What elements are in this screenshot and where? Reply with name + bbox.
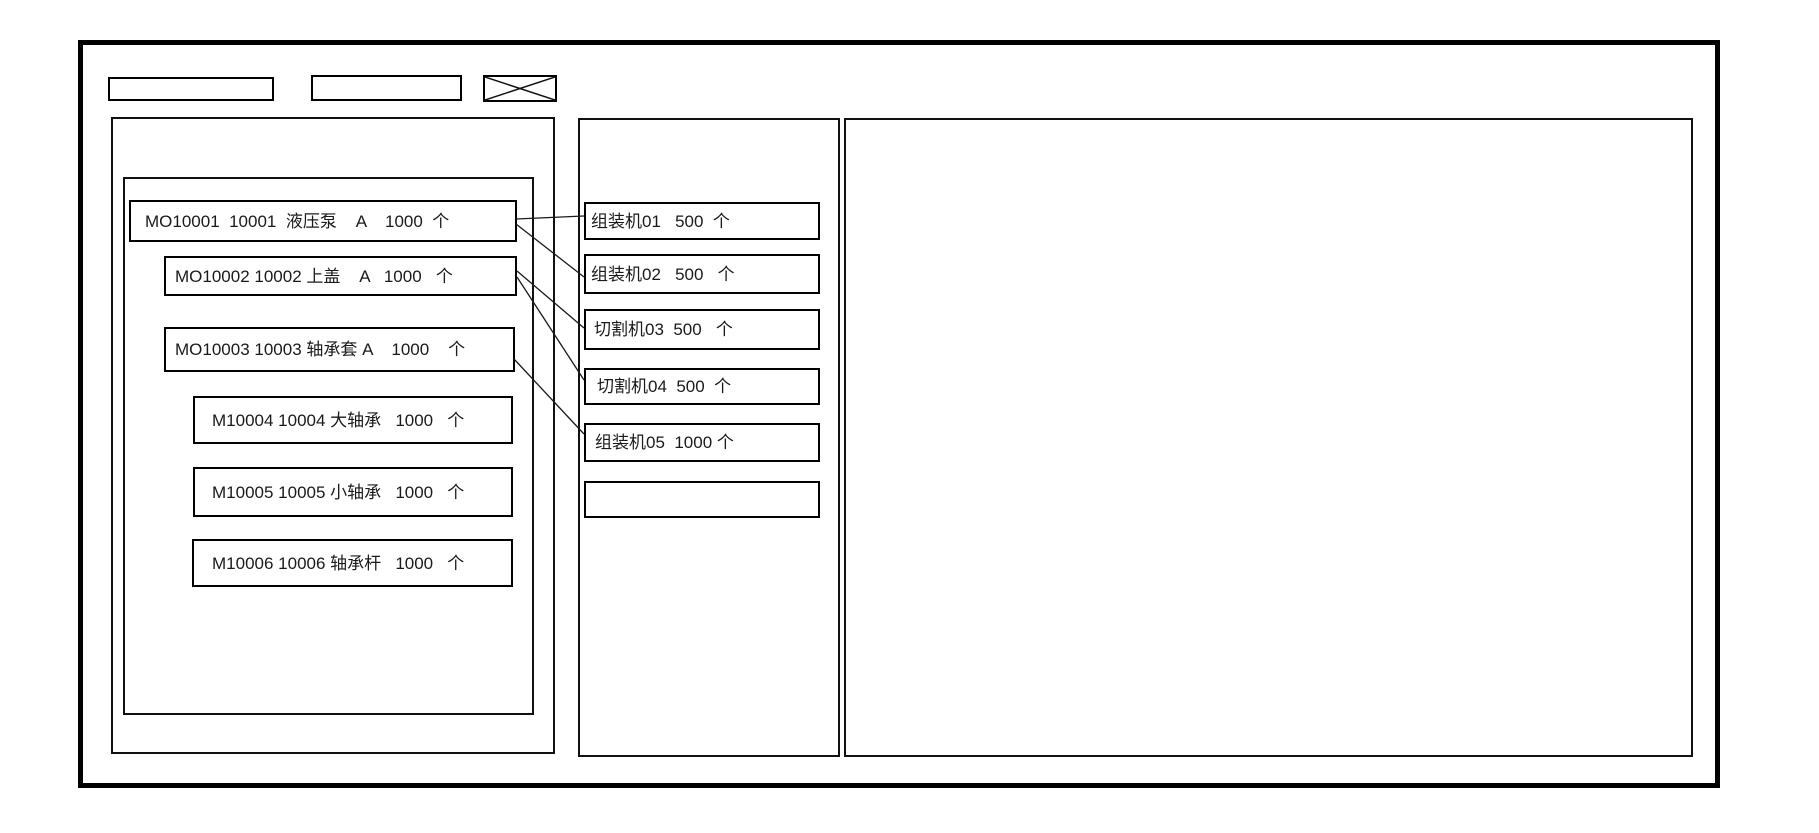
- order-node-label: M10006 10006 轴承杆 1000 个: [212, 553, 465, 573]
- machine-node-05[interactable]: 组装机05 1000 个: [584, 423, 820, 462]
- order-node-label: MO10003 10003 轴承套 A 1000 个: [175, 340, 466, 359]
- toolbar-input-2[interactable]: [311, 75, 462, 101]
- order-node-mo10003[interactable]: MO10003 10003 轴承套 A 1000 个: [164, 327, 515, 372]
- order-node-label: MO10002 10002 上盖 A 1000 个: [175, 266, 453, 286]
- order-node-label: M10005 10005 小轴承 1000 个: [212, 482, 465, 502]
- x-cross-icon: [485, 77, 555, 100]
- machine-node-04[interactable]: 切割机04 500 个: [584, 368, 820, 405]
- order-node-m10004[interactable]: M10004 10004 大轴承 1000 个: [193, 396, 513, 444]
- order-node-mo10002[interactable]: MO10002 10002 上盖 A 1000 个: [164, 256, 517, 296]
- detail-panel-border: [844, 118, 1693, 757]
- machine-node-label: 组装机02 500 个: [591, 264, 735, 284]
- order-node-mo10001[interactable]: MO10001 10001 液压泵 A 1000 个: [129, 200, 517, 242]
- machine-node-empty[interactable]: [584, 481, 820, 518]
- machine-node-label: 组装机01 500 个: [591, 211, 730, 231]
- machine-node-label: 切割机03 500 个: [594, 320, 733, 339]
- machine-node-01[interactable]: 组装机01 500 个: [584, 202, 820, 240]
- toolbar-input-1[interactable]: [108, 77, 274, 101]
- order-node-m10005[interactable]: M10005 10005 小轴承 1000 个: [193, 467, 513, 517]
- order-node-label: MO10001 10001 液压泵 A 1000 个: [145, 211, 450, 231]
- machine-node-03[interactable]: 切割机03 500 个: [584, 309, 820, 350]
- order-node-label: M10004 10004 大轴承 1000 个: [212, 410, 465, 430]
- order-node-m10006[interactable]: M10006 10006 轴承杆 1000 个: [192, 539, 513, 587]
- machine-node-label: 切割机04 500 个: [597, 377, 732, 396]
- machine-node-label: 组装机05 1000 个: [595, 433, 734, 452]
- machine-node-02[interactable]: 组装机02 500 个: [584, 254, 820, 294]
- close-button[interactable]: [483, 75, 557, 102]
